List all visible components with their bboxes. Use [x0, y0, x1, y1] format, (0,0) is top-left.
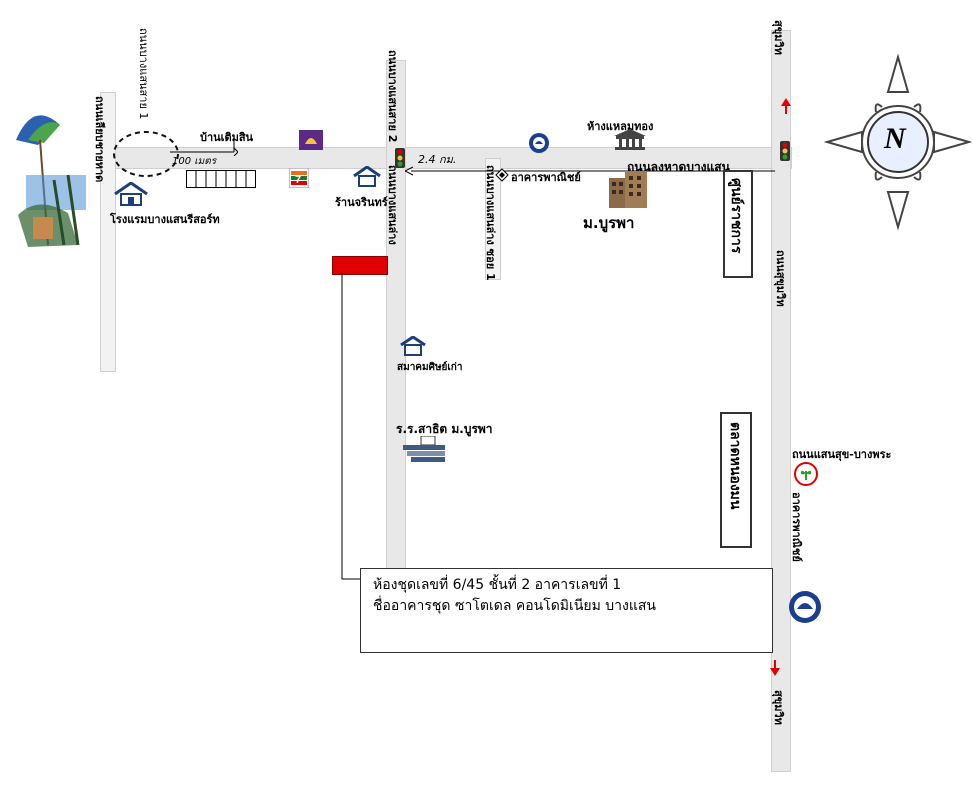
distance-100m: 100 เมตร — [172, 156, 217, 167]
house-icon — [113, 182, 149, 206]
label-jarin-shop: ร้านจรินทร์ — [335, 196, 388, 209]
compass-rose: N — [823, 52, 973, 232]
road-soi-1-vertical — [485, 158, 501, 280]
road-label-soi-1: ถนนบางแสนล่าง ซอย 1 — [484, 165, 497, 281]
unit-info-line-2: ชื่ออาคารชุด ซาโตเดล คอนโดมิเนียม บางแสน — [373, 598, 656, 614]
traffic-light-icon — [779, 140, 791, 162]
temple-icon — [613, 128, 647, 150]
leader-line — [340, 273, 364, 581]
label-khet-center: ศูนย์ราชการ — [728, 178, 744, 254]
seven-eleven-icon: 7 — [289, 168, 309, 188]
road-sukhumvit-vertical — [771, 30, 791, 772]
unit-info-line-1: ห้องชุดเลขที่ 6/45 ชั้นที่ 2 อาคารเลขที่… — [373, 577, 622, 593]
svg-text:7: 7 — [295, 174, 301, 186]
traffic-light-icon — [394, 147, 406, 169]
label-burapha: ม.บูรพา — [583, 214, 635, 232]
road-label-bangsaen-sai-1: ถนนบางแสนสาย 1 — [137, 28, 150, 120]
roundabout — [110, 128, 182, 180]
road-label-saensuk: ถนนแสนสุข-บางพระ — [792, 448, 892, 461]
road-label-sukhumvit-bottom: สุขุมวิท — [772, 690, 785, 725]
road-beach-vertical — [100, 92, 116, 372]
label-hotel: โรงแรมบางแสนรีสอร์ท — [110, 213, 220, 226]
bank-logo-icon — [299, 130, 323, 150]
target-location-marker — [332, 256, 388, 275]
school-building-icon — [403, 436, 447, 464]
label-satit-school: ร.ร.สาธิต ม.บูรพา — [396, 422, 493, 436]
bank-logo-icon — [787, 589, 823, 625]
plant-logo-icon — [794, 462, 818, 486]
shophouse-block — [186, 170, 256, 188]
arrow-down-icon — [770, 660, 780, 676]
house-icon — [352, 166, 382, 188]
road-label-sukhumvit-mid: ถนนสุขุมวิท — [774, 250, 787, 307]
label-laem-thong: ห้างแหลมทอง — [587, 120, 654, 133]
road-label-bangsaen-sai-2: ถนนบางแสนสาย 2 — [386, 50, 399, 143]
label-nong-mon-market: ตลาดหนองมน — [727, 422, 743, 510]
distance-arrow-2-4km — [403, 161, 775, 176]
khet-center-box: ศูนย์ราชการ — [723, 170, 753, 278]
building-icon — [607, 172, 649, 208]
bank-logo-icon — [528, 132, 550, 154]
house-icon — [399, 336, 427, 356]
label-ban-toem-sin: บ้านเติมสิน — [200, 131, 254, 144]
label-alumni-assoc: สมาคมศิษย์เก่า — [397, 362, 463, 373]
arrow-up-icon — [781, 98, 791, 114]
compass-north-letter: N — [884, 122, 906, 155]
nong-mon-market-box: ตลาดหนองมน — [720, 412, 752, 548]
beach-umbrella-icon — [8, 95, 90, 255]
label-pantip-building-2: อาคารพาณิชย์ — [790, 492, 803, 562]
unit-info-box: ห้องชุดเลขที่ 6/45 ชั้นที่ 2 อาคารเลขที่… — [360, 568, 773, 653]
road-label-beach: ถนนเลียบชายหาด — [93, 96, 106, 183]
road-label-sukhumvit-top: สุขุมวิท — [772, 20, 785, 55]
diamond-icon — [495, 168, 509, 182]
label-pantip-building: อาคารพาณิชย์ — [511, 171, 581, 184]
distance-2-4km: 2.4 กม. — [418, 153, 457, 166]
